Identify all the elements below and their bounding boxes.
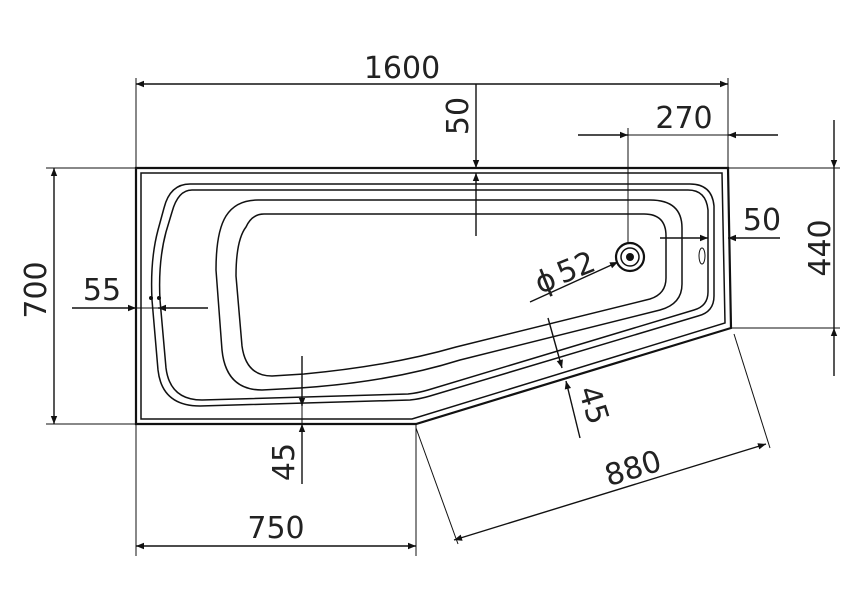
tub-basin-outer: [215, 199, 683, 391]
tub-basin-inner: [235, 213, 667, 377]
dim-diagonal-length: 880: [601, 444, 666, 494]
drain-icon: [614, 241, 646, 273]
dim-rim-top: 50: [441, 97, 476, 135]
dim-drain-diameter: 52: [552, 245, 601, 292]
tub-rim-inner: [150, 183, 715, 407]
tub-rim-inner-2: [158, 189, 709, 401]
dim-bottom-length: 750: [247, 511, 304, 546]
dim-rim-bottom: 45: [267, 443, 302, 481]
dim-rim-diagonal: 45: [571, 382, 616, 429]
dim-line-rim-diagonal: [547, 317, 563, 369]
overflow-mark: [698, 247, 706, 265]
tub-rim-line: [140, 172, 726, 420]
dim-short-width: 440: [803, 219, 838, 276]
headrest-dot: [157, 296, 161, 300]
dim-rim-left: 55: [83, 273, 121, 308]
dim-drain-offset: 270: [655, 101, 712, 136]
headrest-dot: [149, 296, 153, 300]
dim-line-diagonal-length: [453, 443, 767, 541]
dim-overall-length: 1600: [364, 51, 440, 86]
dim-overall-width: 700: [19, 261, 54, 318]
tub-outer-outline: [134, 166, 733, 426]
dim-line-drain-diameter: [529, 261, 619, 303]
dim-drain-side: 50: [743, 203, 781, 238]
